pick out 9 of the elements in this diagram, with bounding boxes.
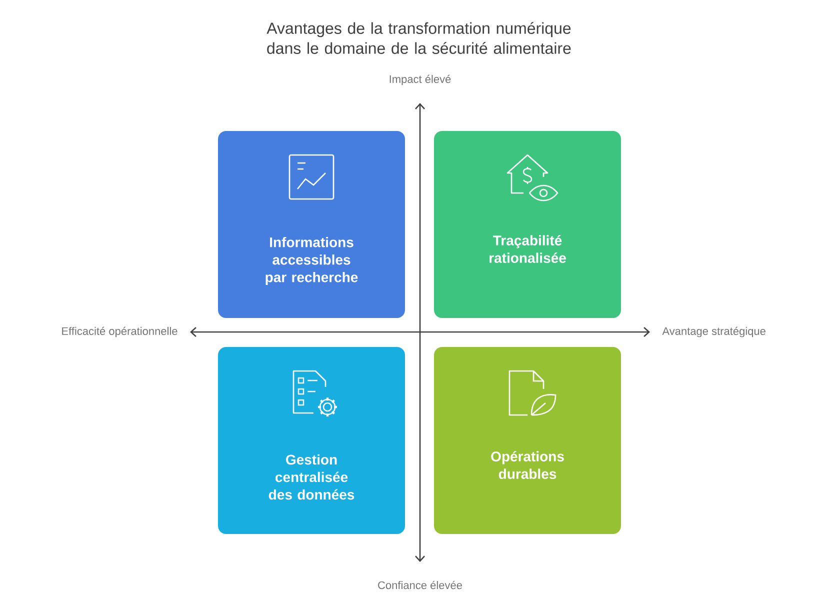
quadrant-box: Opérations durables bbox=[434, 347, 621, 534]
axis-label: Confiance élevée bbox=[378, 580, 462, 590]
axis-label: Impact élevé bbox=[390, 74, 451, 86]
title: Avantages de la transformation numérique dans le domaine de la sécurité alimentaire bbox=[266, 22, 571, 54]
quadrant-box: Gestion centralisée des données bbox=[218, 347, 405, 534]
axis-label: Efficacité opérationnelle bbox=[62, 326, 178, 338]
quadrant-box: Informations accessibles par recherche bbox=[218, 131, 405, 318]
quadrant-box: Traçabilité rationalisée bbox=[434, 131, 621, 318]
axis-label: Avantage stratégique bbox=[662, 326, 766, 338]
